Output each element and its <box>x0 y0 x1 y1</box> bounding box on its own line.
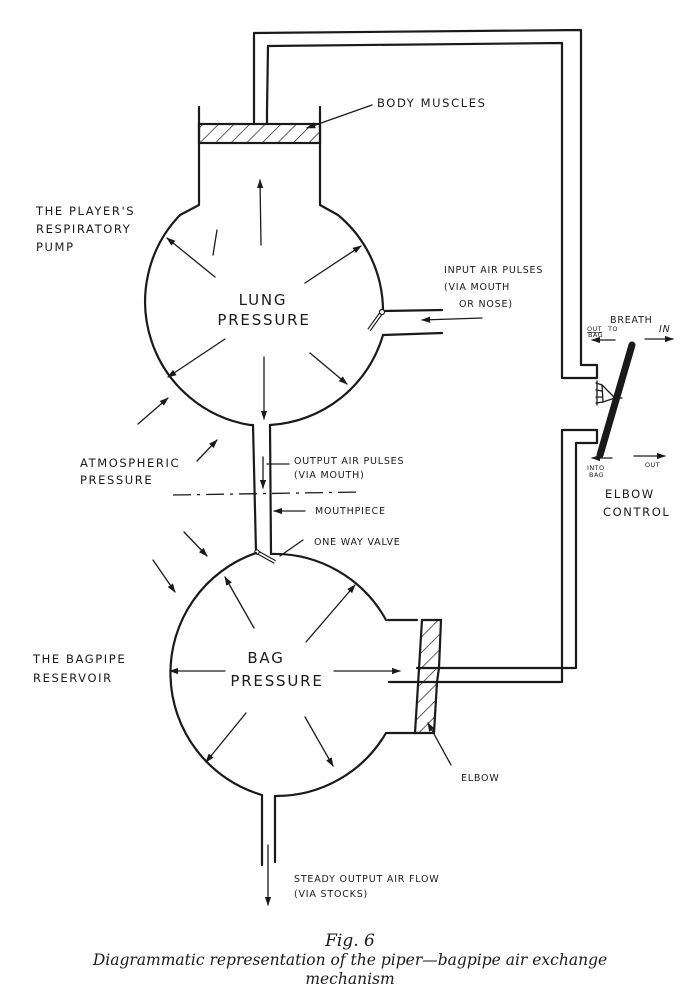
label-elbow-control: ELBOW CONTROL <box>603 487 670 519</box>
svg-text:PRESSURE: PRESSURE <box>80 473 153 487</box>
svg-text:OUT: OUT <box>645 461 660 469</box>
label-output-air-pulses: OUTPUT AIR PULSES (VIA MOUTH) <box>294 456 404 481</box>
svg-text:(VIA STOCKS): (VIA STOCKS) <box>294 889 368 900</box>
svg-text:(VIA MOUTH): (VIA MOUTH) <box>294 470 365 481</box>
leader-lines <box>266 104 452 766</box>
bag-outline <box>169 551 419 798</box>
body-muscles-piston <box>197 40 322 145</box>
elbow-control-lever <box>591 335 674 462</box>
label-body-muscles: BODY MUSCLES <box>377 96 487 110</box>
label-bagpipe-reservoir: THE BAGPIPE RESERVOIR <box>32 652 126 685</box>
svg-text:OR NOSE): OR NOSE) <box>459 299 513 310</box>
label-mouthpiece: MOUTHPIECE <box>315 506 386 517</box>
lung-pressure-arrows <box>166 179 362 420</box>
svg-text:CONTROL: CONTROL <box>603 505 670 519</box>
label-bag-pressure: BAG PRESSURE <box>230 649 323 690</box>
label-elbow: ELBOW <box>461 773 500 784</box>
svg-text:INPUT AIR PULSES: INPUT AIR PULSES <box>444 265 543 276</box>
svg-text:LUNG: LUNG <box>239 291 288 309</box>
svg-text:THE PLAYER'S: THE PLAYER'S <box>35 204 135 218</box>
label-breath: BREATH OUT BAG TO IN <box>587 315 671 339</box>
svg-text:THE BAGPIPE: THE BAGPIPE <box>32 652 126 666</box>
svg-text:OUTPUT AIR PULSES: OUTPUT AIR PULSES <box>294 456 404 467</box>
mouthpiece-tube <box>172 423 363 556</box>
svg-text:INTO: INTO <box>587 464 604 472</box>
lung-outline <box>144 213 385 427</box>
figure-caption: Diagrammatic representation of the piper… <box>92 951 608 988</box>
svg-text:ATMOSPHERIC: ATMOSPHERIC <box>80 456 180 470</box>
svg-text:PRESSURE: PRESSURE <box>230 672 323 690</box>
input-air-arrow <box>421 316 483 323</box>
svg-text:TO: TO <box>607 325 618 333</box>
svg-text:BAG: BAG <box>247 649 284 667</box>
bag-chamber <box>169 551 419 906</box>
svg-text:IN: IN <box>659 324 671 335</box>
label-lung-pressure: LUNG PRESSURE <box>217 291 310 329</box>
figure-number: Fig. 6 <box>325 931 375 951</box>
svg-text:ELBOW: ELBOW <box>605 487 655 501</box>
label-respiratory-pump: THE PLAYER'S RESPIRATORY PUMP <box>35 204 135 254</box>
svg-text:BREATH: BREATH <box>610 315 653 326</box>
label-input-air-pulses: INPUT AIR PULSES (VIA MOUTH OR NOSE) <box>444 265 543 310</box>
svg-text:PUMP: PUMP <box>36 240 75 254</box>
control-linkage-pipe <box>252 28 599 684</box>
svg-text:STEADY OUTPUT AIR FLOW: STEADY OUTPUT AIR FLOW <box>294 874 440 885</box>
label-atmospheric-pressure: ATMOSPHERIC PRESSURE <box>80 456 180 487</box>
lung-cylinder-right-wall <box>318 105 340 217</box>
label-one-way-valve: ONE WAY VALVE <box>314 537 401 548</box>
label-steady-output: STEADY OUTPUT AIR FLOW (VIA STOCKS) <box>294 874 440 900</box>
label-into-bag-out: INTO BAG OUT <box>587 461 660 479</box>
svg-text:OUT: OUT <box>587 325 602 333</box>
svg-text:BAG: BAG <box>589 471 604 479</box>
svg-text:(VIA MOUTH: (VIA MOUTH <box>444 282 510 293</box>
svg-text:RESPIRATORY: RESPIRATORY <box>36 222 131 236</box>
lung-cylinder-left-wall <box>178 105 201 217</box>
input-pipe <box>367 308 444 337</box>
svg-text:PRESSURE: PRESSURE <box>217 311 310 329</box>
mouth-line <box>172 491 363 496</box>
bag-pressure-arrows <box>169 576 401 767</box>
elbow-hatched <box>413 618 443 735</box>
atmospheric-pressure-arrows <box>137 397 218 593</box>
svg-text:RESERVOIR: RESERVOIR <box>33 671 113 685</box>
svg-text:BAG: BAG <box>588 331 603 339</box>
